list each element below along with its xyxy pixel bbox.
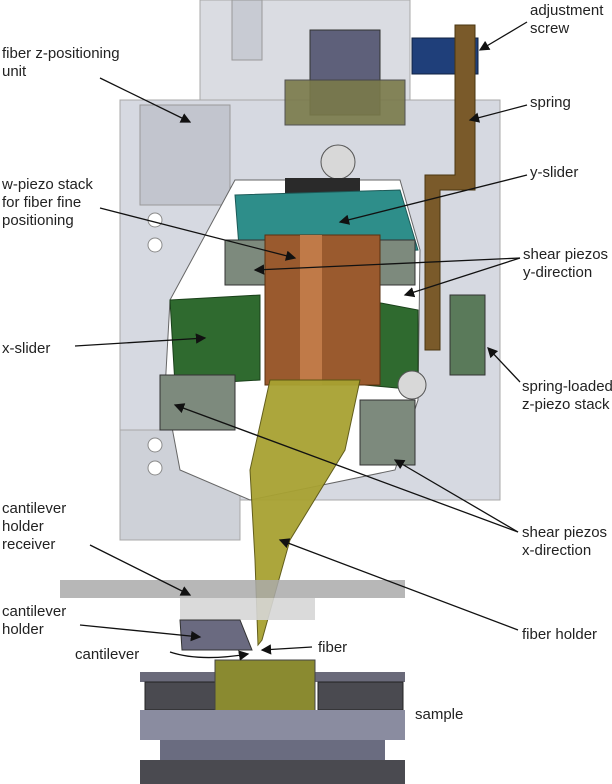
label-sample: sample xyxy=(415,706,464,723)
spring xyxy=(424,24,476,351)
label-fiber: fiber xyxy=(318,639,348,656)
z-piezo-stack xyxy=(449,294,486,376)
label-x-slider: x-slider xyxy=(2,340,51,357)
label-fiber-holder: fiber holder xyxy=(522,626,598,643)
shear-piezo-x-left xyxy=(159,374,236,431)
sample-stage xyxy=(140,659,405,784)
cantilever-holder-receiver xyxy=(60,580,405,598)
label-cantilever: cantilever xyxy=(75,646,140,663)
x-slider xyxy=(169,294,261,386)
cantilever-holder xyxy=(179,619,253,651)
leader-arrows xyxy=(74,21,528,661)
label-spring: spring xyxy=(530,94,571,111)
w-piezo-stack xyxy=(264,234,381,386)
fiber-holder xyxy=(249,379,361,647)
shear-piezo-x-right xyxy=(359,399,416,466)
label-y-slider: y-slider xyxy=(530,164,579,181)
